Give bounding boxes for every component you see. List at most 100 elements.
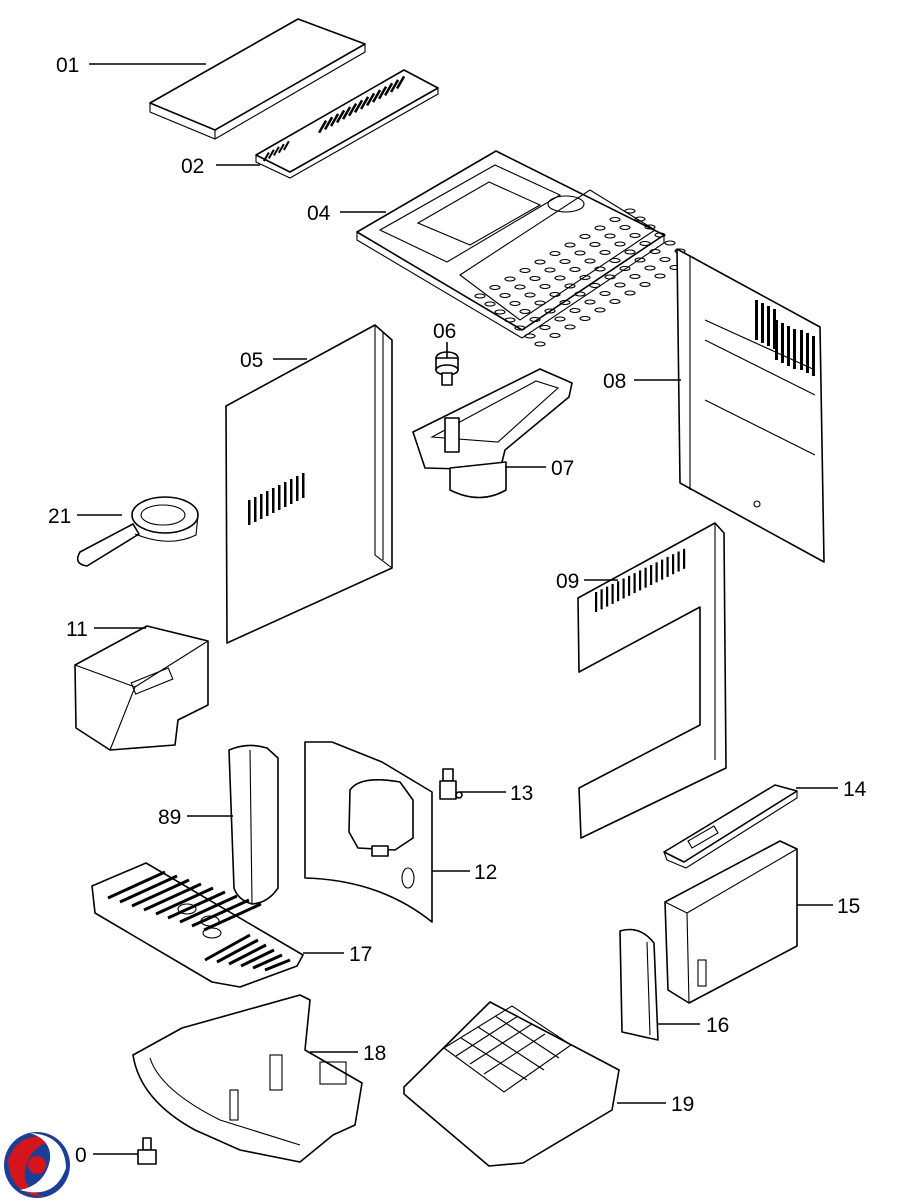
vent-slot: [266, 491, 269, 516]
drip-hole: [494, 309, 506, 315]
part-20-foot: [137, 1137, 157, 1165]
drip-hole: [509, 300, 521, 307]
vent-slot: [806, 333, 809, 373]
drip-hole: [519, 267, 531, 274]
vent-slot: [359, 96, 370, 110]
drip-hole: [534, 341, 546, 347]
drip-hole: [589, 241, 601, 248]
drip-hole: [634, 216, 646, 222]
vent-slot: [260, 494, 263, 519]
part-89-front-panel: [228, 744, 279, 905]
drip-hole: [564, 283, 576, 289]
label-01: 01: [56, 54, 79, 77]
drip-hole: [534, 300, 546, 306]
part-19-base-frame: [403, 1001, 620, 1167]
vent-slot: [661, 559, 664, 580]
vent-slot: [617, 581, 620, 602]
drip-hole: [564, 242, 576, 248]
part-13-valve: [439, 768, 463, 800]
part-07-tank-lid: [412, 368, 573, 499]
drip-hole: [639, 281, 651, 288]
vent-slot: [775, 320, 778, 360]
label-89: 89: [158, 806, 181, 829]
drip-hole: [664, 240, 676, 246]
vent-slot: [800, 330, 803, 370]
drip-hole: [654, 273, 666, 279]
vent-slot: [628, 575, 631, 596]
grid-slot: [240, 948, 275, 968]
label-15: 15: [837, 895, 860, 918]
drip-hole: [624, 208, 636, 214]
part-11-drip-box: [74, 625, 209, 751]
drip-hole: [539, 283, 551, 290]
drip-hole: [629, 273, 641, 280]
vent-slot: [273, 146, 280, 157]
grid-slot: [167, 890, 226, 920]
vent-slot: [611, 583, 614, 604]
grid-slot: [119, 874, 178, 904]
vent-slot: [329, 113, 340, 127]
drip-hole: [519, 308, 531, 315]
label-13: 13: [510, 782, 533, 805]
vent-slot: [781, 323, 784, 363]
vent-slot: [787, 326, 790, 366]
vent-slot: [650, 565, 653, 585]
vent-slot: [793, 329, 796, 369]
vent-slot: [353, 99, 364, 113]
drip-hole: [579, 233, 591, 240]
vent-slot: [672, 554, 675, 575]
drip-hole: [564, 324, 576, 330]
vent-slot: [812, 336, 815, 376]
drip-hole: [549, 332, 561, 339]
part-04-top-frame: [356, 150, 696, 347]
drip-hole: [544, 267, 556, 273]
part-labels: 01 02 04 05 06 07 08 09 21 11 89 12 13 1…: [48, 54, 867, 1167]
drip-hole: [569, 266, 581, 273]
grid-slot: [107, 870, 166, 900]
drip-hole: [644, 224, 656, 230]
label-07: 07: [551, 457, 574, 480]
vent-slot: [278, 143, 285, 154]
grid-slot: [216, 938, 259, 964]
vent-slot: [335, 109, 346, 124]
part-08-back-panel: [676, 248, 825, 563]
drip-hole: [549, 291, 561, 298]
vent-slot: [317, 119, 328, 134]
drip-hole: [599, 249, 611, 256]
drip-hole: [524, 292, 536, 298]
label-12: 12: [474, 861, 497, 884]
vent-slot: [365, 92, 376, 107]
label-08: 08: [603, 370, 626, 393]
drip-hole: [654, 232, 666, 238]
leader-lines: [77, 63, 838, 1155]
vent-slot: [677, 551, 680, 572]
vent-slot: [272, 488, 275, 513]
vent-slot: [761, 303, 764, 343]
drip-hole: [644, 265, 656, 271]
drip-hole: [559, 258, 571, 265]
vent-slot: [595, 592, 598, 612]
drip-hole: [584, 299, 596, 305]
vent-slot: [284, 482, 287, 507]
drip-hole: [514, 325, 526, 331]
drip-hole: [529, 316, 541, 323]
grid-slot: [228, 943, 267, 966]
part-15-water-tank: [664, 840, 798, 1004]
part-14-trim-strip: [663, 784, 798, 869]
drip-hole: [484, 301, 496, 307]
grid-slot: [264, 958, 291, 972]
label-20: 0: [75, 1144, 87, 1167]
drip-hole: [569, 307, 581, 314]
vent-slot: [644, 567, 647, 588]
vent-slot: [302, 473, 305, 498]
vent-slot: [296, 476, 299, 501]
vent-slot: [378, 85, 388, 100]
drip-hole: [624, 290, 636, 296]
part-02-grille-strip: [255, 69, 439, 179]
vent-slot: [655, 562, 658, 583]
drip-hole: [554, 275, 566, 281]
label-04: 04: [307, 202, 331, 225]
grid-slot: [252, 953, 283, 970]
vent-slot: [390, 79, 400, 93]
vent-slot: [341, 106, 352, 120]
